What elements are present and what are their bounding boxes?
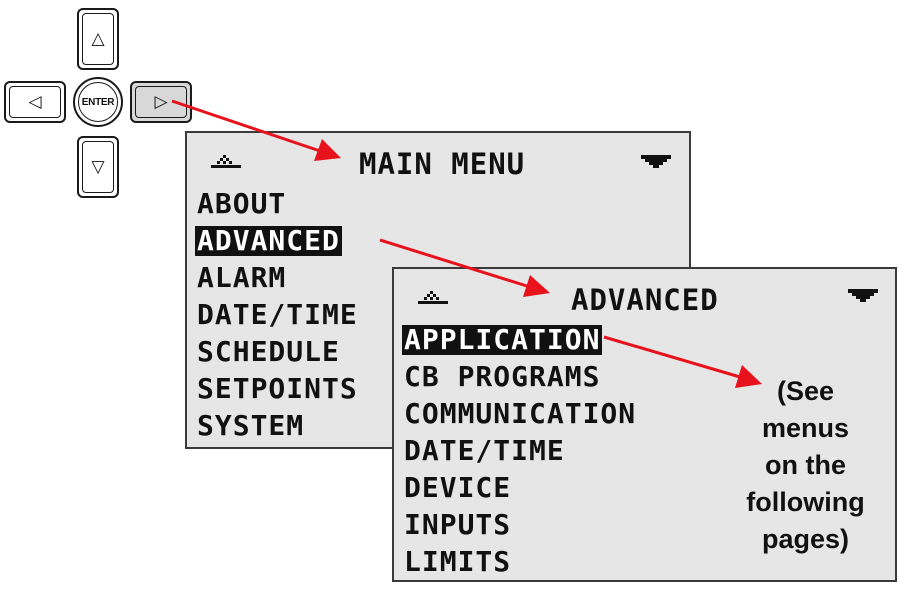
down-scroll-icon [641, 155, 671, 168]
note-line: (See [776, 376, 835, 406]
main-menu-title: MAIN MENU [359, 147, 526, 181]
note-line: menus [761, 413, 850, 443]
up-key[interactable]: △ [77, 8, 119, 70]
up-arrow-icon: △ [91, 28, 105, 49]
note-line: on the [765, 450, 846, 480]
advanced-menu-item-application[interactable]: APPLICATION [402, 323, 603, 356]
note-line: following [746, 487, 865, 517]
down-key[interactable]: ▽ [77, 136, 119, 198]
up-scroll-icon [418, 291, 448, 304]
advanced-menu-item-limits[interactable]: LIMITS [404, 545, 512, 578]
left-key[interactable]: ◁ [4, 81, 66, 123]
main-menu-list: ABOUT ADVANCED ALARM DATE/TIME SCHEDULE … [195, 185, 360, 444]
down-scroll-icon [848, 289, 878, 302]
down-arrow-icon: ▽ [91, 156, 105, 177]
main-menu-item-setpoints[interactable]: SETPOINTS [197, 372, 358, 405]
main-menu-item-schedule[interactable]: SCHEDULE [197, 335, 340, 368]
enter-key[interactable]: ENTER [73, 77, 123, 127]
see-following-pages-note: (See menus on the following pages) [723, 373, 888, 558]
note-line: pages) [761, 524, 850, 554]
advanced-menu-item-device[interactable]: DEVICE [404, 471, 512, 504]
advanced-menu-item-cb-programs[interactable]: CB PROGRAMS [404, 360, 601, 393]
enter-key-label: ENTER [81, 96, 115, 108]
main-menu-item-alarm[interactable]: ALARM [197, 261, 287, 294]
right-key[interactable]: ▷ [130, 81, 192, 123]
main-menu-item-system[interactable]: SYSTEM [197, 409, 305, 442]
left-arrow-icon: ◁ [28, 91, 42, 112]
advanced-menu-item-date-time[interactable]: DATE/TIME [404, 434, 565, 467]
advanced-menu-item-communication[interactable]: COMMUNICATION [404, 397, 637, 430]
advanced-menu-list: APPLICATION CB PROGRAMS COMMUNICATION DA… [402, 321, 638, 580]
up-scroll-icon [211, 155, 241, 168]
main-menu-item-date-time[interactable]: DATE/TIME [197, 298, 358, 331]
advanced-menu-title: ADVANCED [571, 283, 719, 317]
main-menu-item-advanced[interactable]: ADVANCED [195, 224, 342, 257]
right-arrow-icon: ▷ [154, 91, 168, 112]
main-menu-item-about[interactable]: ABOUT [197, 187, 287, 220]
advanced-menu-screen: ADVANCED APPLICATION CB PROGRAMS COMMUNI… [392, 267, 897, 582]
advanced-menu-item-inputs[interactable]: INPUTS [404, 508, 512, 541]
